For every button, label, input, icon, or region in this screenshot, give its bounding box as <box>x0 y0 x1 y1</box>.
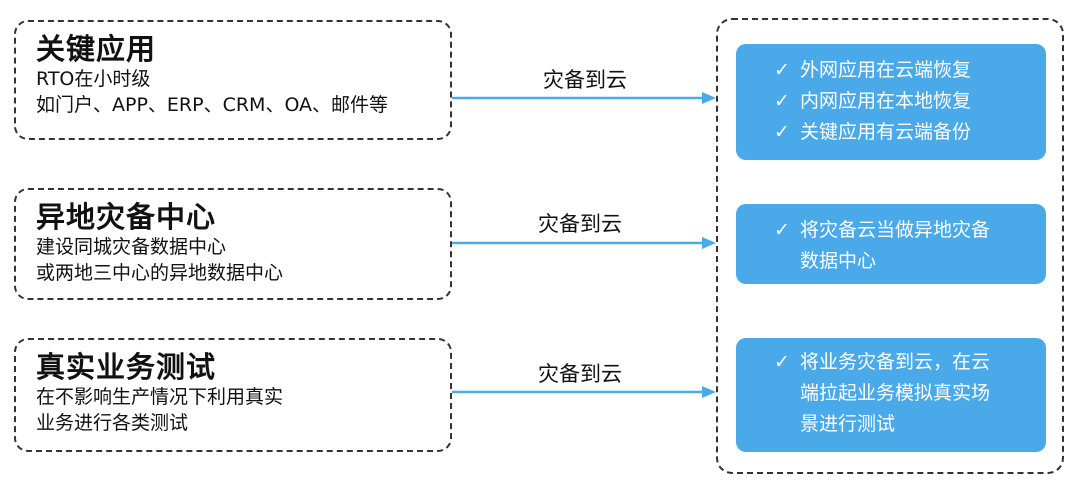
key-apps-examples: 如门户、APP、ERP、CRM、OA、邮件等 <box>36 94 389 116</box>
result-3-item-1-cont-2: 景进行测试 <box>774 409 1046 440</box>
result-2-item-1-cont: 数据中心 <box>774 246 1046 277</box>
result-3-line-1: 将业务灾备到云，在云 <box>800 351 991 373</box>
check-icon: ✓ <box>774 121 790 143</box>
check-icon: ✓ <box>774 351 790 373</box>
result-box-3: ✓ 将业务灾备到云，在云 端拉起业务模拟真实场 景进行测试 <box>736 338 1046 452</box>
remote-dr-center-title: 异地灾备中心 <box>36 200 217 234</box>
real-business-test-line-2: 业务进行各类测试 <box>36 412 189 434</box>
result-1-item-2-text: 内网应用在本地恢复 <box>800 90 972 112</box>
key-apps-title: 关键应用 <box>36 32 157 66</box>
check-icon: ✓ <box>774 59 790 81</box>
arrow-1-head <box>702 92 716 104</box>
arrow-3-head <box>702 386 716 398</box>
result-box-1: ✓ 外网应用在云端恢复 ✓ 内网应用在本地恢复 ✓ 关键应用有云端备份 <box>736 44 1046 160</box>
arrow-3-label: 灾备到云 <box>538 362 622 386</box>
result-box-2: ✓ 将灾备云当做异地灾备 数据中心 <box>736 204 1046 284</box>
real-business-test-box: 真实业务测试 在不影响生产情况下利用真实 业务进行各类测试 <box>14 338 452 452</box>
remote-dr-center-line-1: 建设同城灾备数据中心 <box>36 236 227 258</box>
remote-dr-center-line-2: 或两地三中心的异地数据中心 <box>36 262 284 284</box>
cloud-dr-frame <box>716 18 1064 474</box>
check-icon: ✓ <box>774 90 790 112</box>
result-1-item-2: ✓ 内网应用在本地恢复 <box>774 86 1046 117</box>
result-3-item-1: ✓ 将业务灾备到云，在云 <box>774 347 1046 378</box>
real-business-test-line-1: 在不影响生产情况下利用真实 <box>36 386 284 408</box>
arrow-2-label: 灾备到云 <box>538 212 622 236</box>
check-icon: ✓ <box>774 219 790 241</box>
result-1-item-3-text: 关键应用有云端备份 <box>800 121 972 143</box>
key-apps-rto: RTO在小时级 <box>36 68 151 90</box>
result-1-item-1: ✓ 外网应用在云端恢复 <box>774 55 1046 86</box>
result-2-line-2: 数据中心 <box>800 250 877 272</box>
result-3-item-1-cont-1: 端拉起业务模拟真实场 <box>774 378 1046 409</box>
result-3-line-3: 景进行测试 <box>800 413 896 435</box>
real-business-test-title: 真实业务测试 <box>36 350 217 384</box>
result-2-line-1: 将灾备云当做异地灾备 <box>800 219 991 241</box>
key-apps-box: 关键应用 RTO在小时级 如门户、APP、ERP、CRM、OA、邮件等 <box>14 20 452 140</box>
result-1-item-3: ✓ 关键应用有云端备份 <box>774 117 1046 148</box>
result-2-item-1: ✓ 将灾备云当做异地灾备 <box>774 215 1046 246</box>
arrow-2-head <box>702 237 716 249</box>
remote-dr-center-box: 异地灾备中心 建设同城灾备数据中心 或两地三中心的异地数据中心 <box>14 188 452 300</box>
arrow-1-label: 灾备到云 <box>543 68 627 92</box>
result-1-item-1-text: 外网应用在云端恢复 <box>800 59 972 81</box>
result-3-line-2: 端拉起业务模拟真实场 <box>800 382 991 404</box>
